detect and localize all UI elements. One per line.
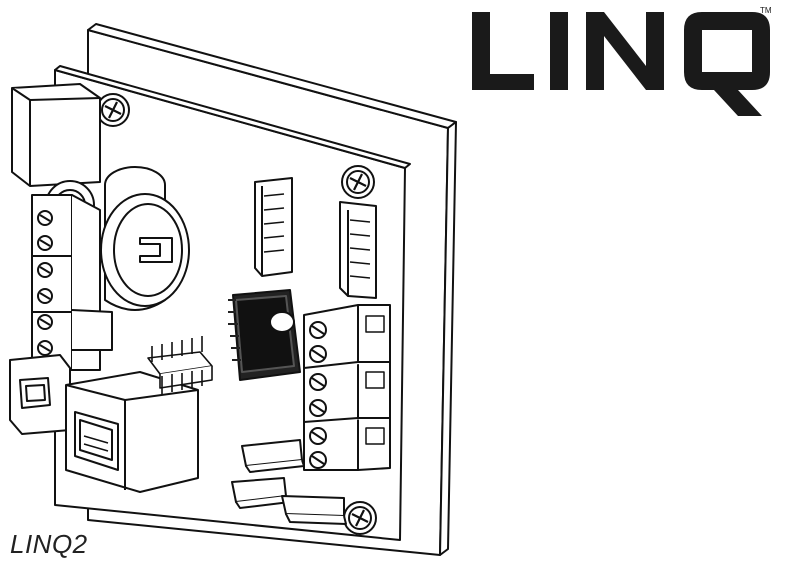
usb-connector (9, 354, 71, 435)
ethernet-port (65, 371, 199, 493)
screw-top-left (96, 93, 130, 127)
relay-box (11, 83, 101, 187)
terminal-block-right (303, 304, 391, 471)
screw-bottom-right (343, 501, 377, 535)
linq-logo: TM (472, 6, 772, 116)
terminal-block-left (31, 194, 113, 371)
connector-top-middle (254, 177, 293, 277)
product-caption: LINQ2 (10, 529, 88, 559)
connector-bottom-2 (231, 477, 291, 509)
trademark-mark: TM (760, 6, 772, 15)
pin-header (147, 336, 213, 394)
microcontroller-chip (228, 289, 301, 381)
connector-bottom-3 (281, 495, 347, 525)
connector-top-right (339, 201, 377, 299)
screw-top-right (341, 165, 375, 199)
connector-bottom-1 (241, 439, 305, 473)
